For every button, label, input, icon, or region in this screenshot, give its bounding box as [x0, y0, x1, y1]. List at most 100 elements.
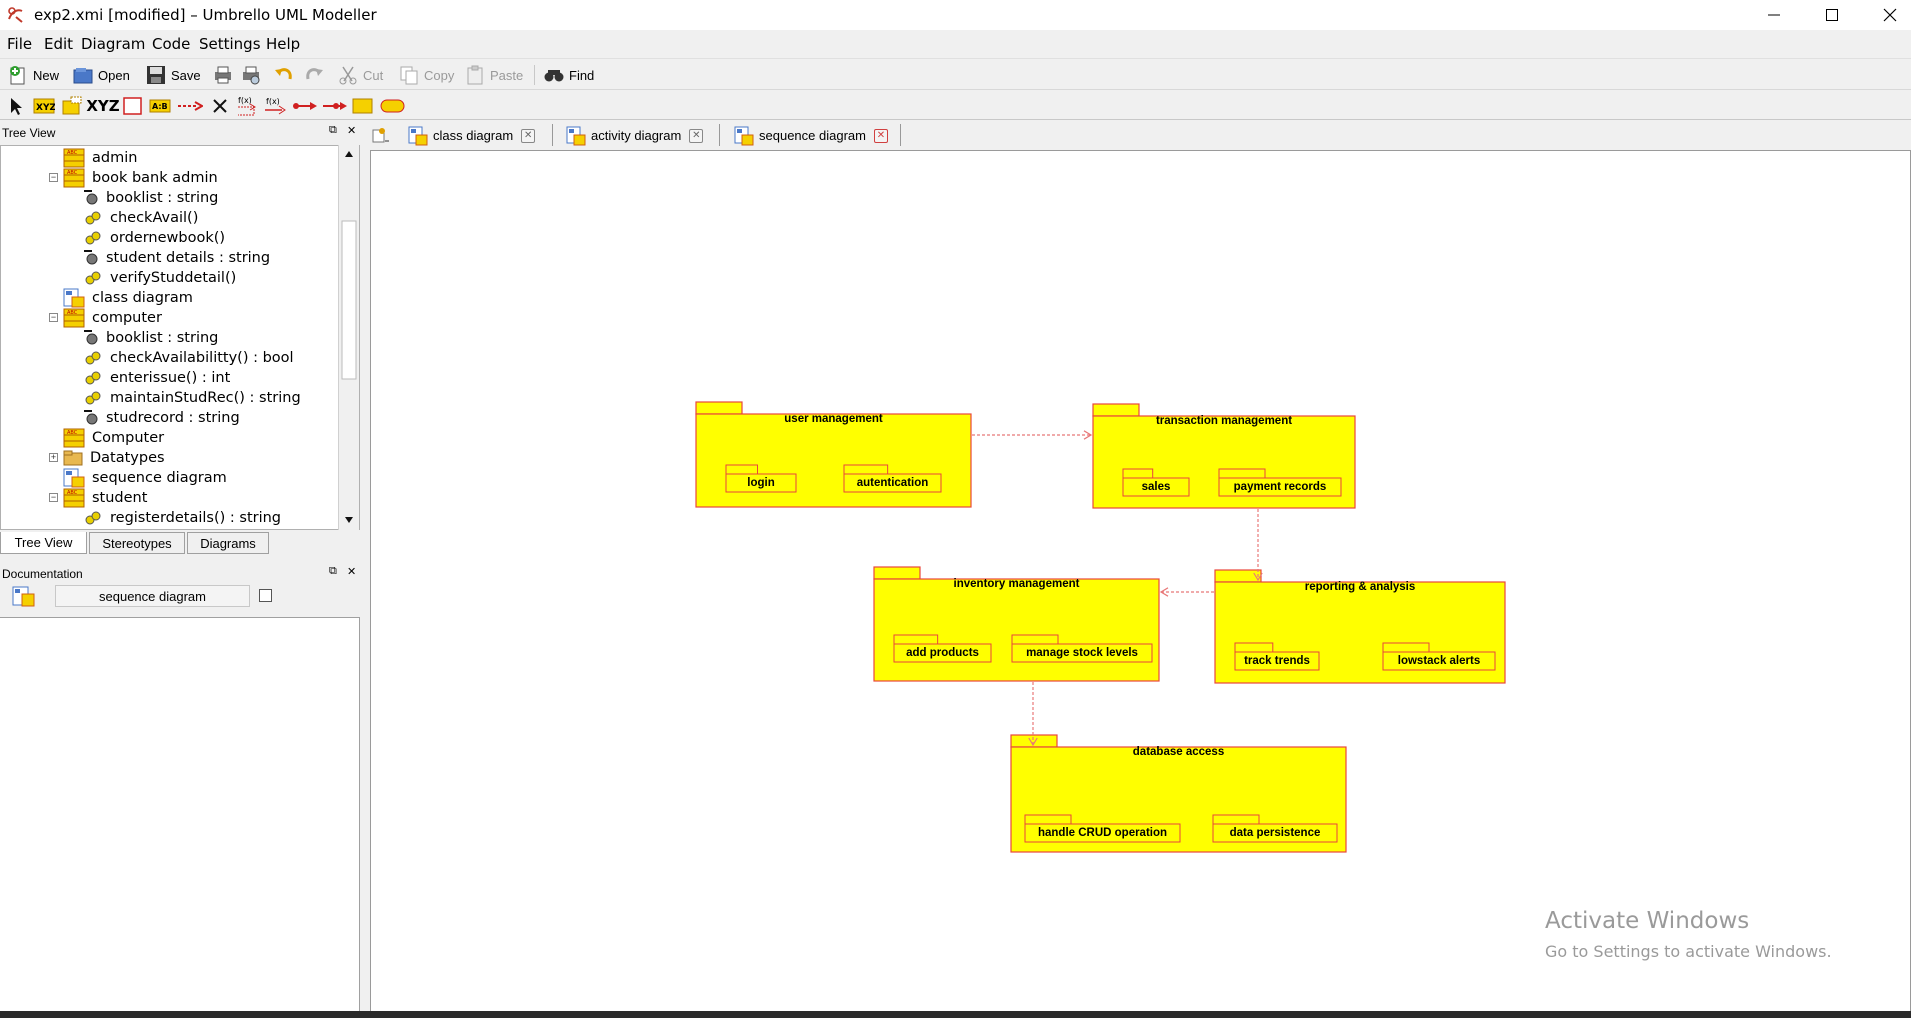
tab-class-diagram[interactable]: class diagram ✕: [408, 122, 536, 149]
print-button[interactable]: [212, 63, 238, 87]
tree-item[interactable]: student details : string: [83, 248, 270, 268]
xyz-text-icon[interactable]: XYZ: [86, 95, 119, 117]
tab-tree-view[interactable]: Tree View: [0, 532, 87, 554]
menu-diagram[interactable]: Diagram: [81, 35, 146, 53]
class-xyz-icon[interactable]: XYZ: [33, 95, 55, 117]
function-icon[interactable]: f(x): [236, 95, 258, 117]
close-icon[interactable]: [1861, 0, 1911, 30]
subpackage[interactable]: login: [725, 464, 797, 493]
tree-item[interactable]: booklist : string: [83, 328, 218, 348]
tree-item[interactable]: verifyStuddetail(): [83, 268, 236, 288]
expand-icon[interactable]: +: [49, 452, 58, 462]
dependency-arrow[interactable]: [1159, 587, 1214, 597]
save-button[interactable]: Save: [145, 63, 201, 87]
delete-x-icon[interactable]: [209, 95, 231, 117]
association-icon[interactable]: [292, 95, 318, 117]
subpackage[interactable]: lowstack alerts: [1382, 642, 1496, 671]
subpackage[interactable]: autentication: [843, 464, 942, 493]
tree-item[interactable]: sequence diagram: [63, 468, 227, 488]
print-preview-button[interactable]: [240, 63, 266, 87]
menu-edit[interactable]: Edit: [44, 35, 74, 53]
doc-close-icon[interactable]: ✕: [347, 566, 357, 578]
composition-icon[interactable]: [322, 95, 348, 117]
tree-item[interactable]: studrecord : string: [83, 408, 240, 428]
tree-item[interactable]: enterissue() : int: [83, 368, 230, 388]
dependency-arrow[interactable]: [972, 430, 1093, 440]
template-icon[interactable]: [61, 95, 83, 117]
menu-code[interactable]: Code: [152, 35, 191, 53]
rounded-box-icon[interactable]: [380, 95, 406, 117]
menu-file[interactable]: File: [7, 35, 33, 53]
tab-diagrams[interactable]: Diagrams: [187, 532, 269, 554]
tree-close-icon[interactable]: ✕: [347, 125, 357, 137]
note-icon[interactable]: [352, 95, 374, 117]
tab-sequence-diagram[interactable]: sequence diagram ✕: [734, 122, 888, 149]
tree-item[interactable]: Datatypes: [63, 448, 165, 468]
select-arrow-icon[interactable]: [5, 95, 27, 117]
paste-button[interactable]: Paste: [464, 63, 523, 87]
new-button[interactable]: New: [7, 63, 59, 87]
tree-item[interactable]: booklist : string: [83, 188, 218, 208]
menu-help[interactable]: Help: [266, 35, 301, 53]
doc-float-icon[interactable]: ⧉: [329, 565, 337, 577]
collapse-icon[interactable]: −: [49, 312, 58, 322]
tree-item[interactable]: registerdetails() : string: [83, 508, 281, 528]
find-button[interactable]: Find: [543, 63, 594, 87]
subpackage[interactable]: payment records: [1218, 468, 1342, 497]
undo-button[interactable]: [273, 63, 299, 87]
subpackage[interactable]: track trends: [1234, 642, 1320, 671]
class-icon: ABC: [63, 168, 85, 188]
function-arrow-icon[interactable]: f(x): [264, 95, 286, 117]
tab-stereotypes[interactable]: Stereotypes: [89, 532, 185, 554]
tree-item[interactable]: class diagram: [63, 288, 193, 308]
redo-button[interactable]: [303, 63, 329, 87]
dependency-arrow-icon[interactable]: [177, 95, 203, 117]
tree-item[interactable]: checkAvailabilitty() : bool: [83, 348, 294, 368]
subpackage[interactable]: manage stock levels: [1011, 634, 1153, 663]
tree-item-label: booklist : string: [106, 330, 219, 346]
close-tab-icon[interactable]: ✕: [521, 128, 536, 143]
subpackage[interactable]: add products: [893, 634, 992, 663]
tree-scrollbar[interactable]: [338, 145, 359, 530]
close-tab-icon[interactable]: ✕: [689, 128, 704, 143]
new-tab-icon[interactable]: [372, 127, 390, 145]
maximize-icon[interactable]: [1803, 0, 1861, 30]
subpackage[interactable]: handle CRUD operation: [1024, 814, 1181, 843]
tree-item[interactable]: ordernewbook(): [83, 228, 225, 248]
cut-button[interactable]: Cut: [337, 63, 383, 87]
tree-item[interactable]: checkAvail(): [83, 208, 198, 228]
dependency-arrow[interactable]: [1028, 682, 1038, 747]
close-tab-icon[interactable]: ✕: [873, 128, 888, 143]
tree-float-icon[interactable]: ⧉: [329, 124, 337, 136]
tab-activity-diagram[interactable]: activity diagram ✕: [566, 122, 704, 149]
subpackage[interactable]: sales: [1122, 468, 1190, 497]
minimize-icon[interactable]: [1745, 0, 1803, 30]
menu-settings[interactable]: Settings: [199, 35, 261, 53]
copy-button[interactable]: Copy: [398, 63, 454, 87]
collapse-icon[interactable]: −: [49, 492, 58, 502]
svg-text:ABC: ABC: [67, 150, 78, 156]
open-button[interactable]: Open: [72, 63, 130, 87]
documentation-checkbox[interactable]: [259, 589, 272, 602]
documentation-name-field[interactable]: sequence diagram: [55, 585, 250, 607]
subpackage[interactable]: data persistence: [1212, 814, 1338, 843]
collapse-icon[interactable]: −: [49, 172, 58, 182]
dependency-arrow[interactable]: [1253, 509, 1263, 582]
box-icon[interactable]: [122, 95, 144, 117]
documentation-text-area[interactable]: [0, 617, 360, 1012]
tree-item[interactable]: maintainStudRec() : string: [83, 388, 301, 408]
ab-label-icon[interactable]: A:B: [149, 95, 171, 117]
